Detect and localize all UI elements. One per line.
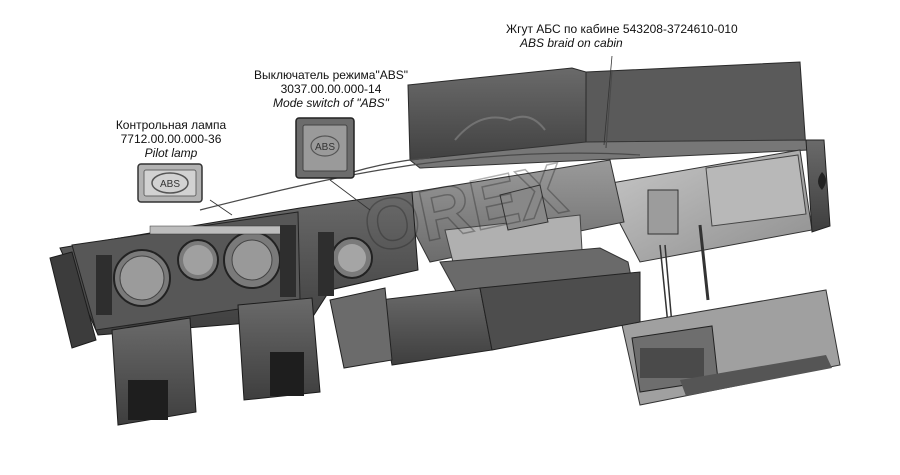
harness-name-ru: Жгут АБС по кабине 543208-3724610-010	[506, 22, 738, 36]
center-console	[379, 159, 641, 366]
pilot-lamp: ABS	[137, 163, 203, 203]
harness-label: Жгут АБС по кабине 543208-3724610-010 AB…	[506, 22, 776, 50]
switch-column-left	[96, 255, 112, 315]
mode-switch-part-number: 3037.00.00.000-14	[280, 82, 382, 96]
gauge-tachometer	[223, 231, 281, 289]
harness-name-en: ABS braid on cabin	[520, 36, 623, 50]
mode-switch-text: ABS	[315, 142, 335, 153]
pilot-lamp-label: Контрольная лампа 7712.00.00.000-36 Pilo…	[96, 118, 246, 160]
abs-mode-switch: ABS	[295, 117, 355, 179]
mode-switch-label: Выключатель режима"ABS" 3037.00.00.000-1…	[226, 68, 436, 110]
pilot-lamp-part-number: 7712.00.00.000-36	[120, 132, 222, 146]
leader-lines	[209, 55, 613, 216]
gauge-right	[331, 237, 373, 279]
pilot-lamp-name-en: Pilot lamp	[144, 146, 198, 160]
lower-supports	[111, 287, 393, 426]
switch-column-center	[280, 225, 334, 297]
instrument-panel	[49, 191, 419, 349]
gauge-speedometer	[113, 249, 171, 307]
right-console	[599, 139, 831, 326]
pilot-lamp-name-ru: Контрольная лампа	[115, 118, 227, 132]
abs-control-unit	[621, 289, 841, 406]
pilot-lamp-text: ABS	[160, 179, 180, 190]
gauge-small-1	[177, 239, 219, 281]
mode-switch-name-ru: Выключатель режима"ABS"	[253, 68, 409, 82]
mode-switch-name-en: Mode switch of "ABS"	[273, 96, 389, 110]
indicator-lamp-row	[149, 225, 291, 235]
